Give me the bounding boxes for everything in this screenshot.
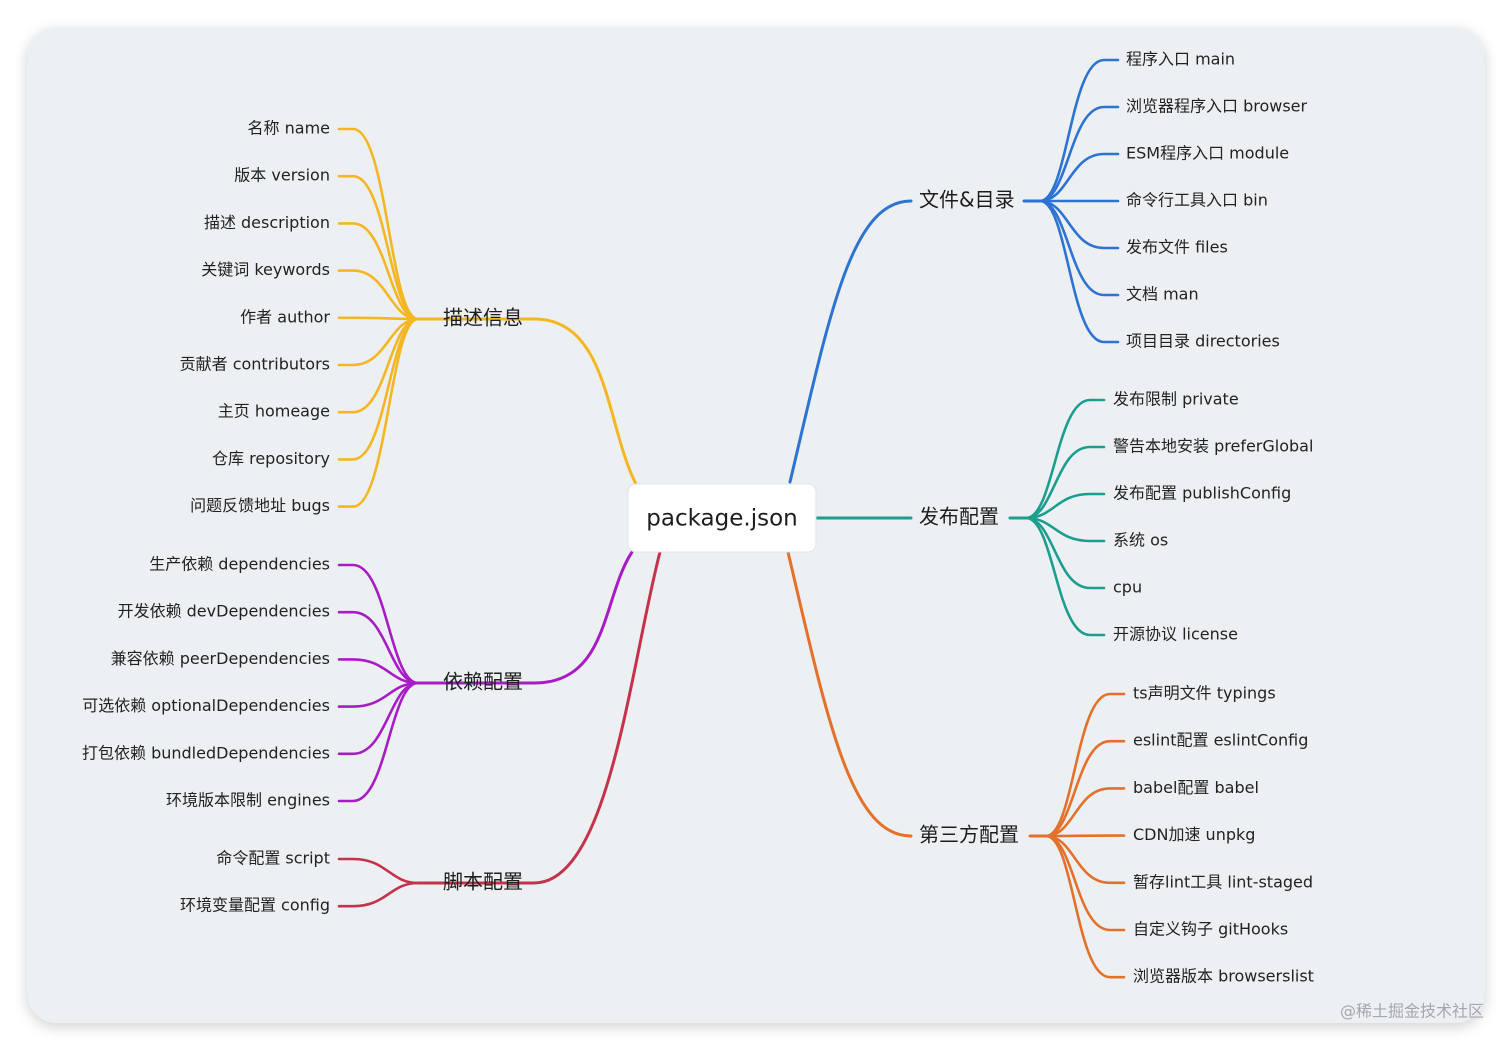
branch-thirdparty[interactable]: 第三方配置 bbox=[919, 823, 1019, 847]
leaf-files-2[interactable]: ESM程序入口 module bbox=[1126, 144, 1289, 163]
leaf-describe-0[interactable]: 名称 name bbox=[248, 119, 330, 138]
edge-leaf-describe-4 bbox=[337, 316, 420, 321]
leaf-publish-2[interactable]: 发布配置 publishConfig bbox=[1113, 484, 1291, 503]
leaf-describe-5[interactable]: 贡献者 contributors bbox=[180, 355, 330, 374]
edge-leaf-thirdparty-4 bbox=[1044, 834, 1126, 885]
edge-leaf-thirdparty-6 bbox=[1044, 834, 1126, 979]
leaf-describe-4[interactable]: 作者 author bbox=[240, 307, 330, 326]
edge-leaf-deps-0 bbox=[337, 563, 420, 685]
leaf-thirdparty-4[interactable]: 暂存lint工具 lint-staged bbox=[1133, 872, 1313, 891]
leaf-deps-3[interactable]: 可选依赖 optionalDependencies bbox=[82, 696, 330, 715]
edge-leaf-publish-0 bbox=[1024, 398, 1106, 520]
leaf-deps-5[interactable]: 环境版本限制 engines bbox=[166, 791, 330, 810]
leaf-files-3[interactable]: 命令行工具入口 bin bbox=[1126, 191, 1268, 210]
branch-deps[interactable]: 依赖配置 bbox=[443, 670, 523, 694]
edge-root-files bbox=[788, 199, 913, 484]
leaf-thirdparty-2[interactable]: babel配置 babel bbox=[1133, 778, 1259, 797]
leaf-describe-2[interactable]: 描述 description bbox=[204, 213, 330, 232]
edge-root-scripts bbox=[532, 550, 662, 885]
nodes-layer: 描述信息 名称 name 版本 version 描述 description 关键词 k… bbox=[82, 50, 1314, 986]
leaf-publish-1[interactable]: 警告本地安装 preferGlobal bbox=[1113, 437, 1313, 456]
leaf-describe-7[interactable]: 仓库 repository bbox=[212, 449, 330, 468]
branch-publish[interactable]: 发布配置 bbox=[919, 505, 999, 529]
edge-leaf-publish-5 bbox=[1024, 516, 1106, 637]
leaf-files-5[interactable]: 文档 man bbox=[1126, 285, 1199, 304]
leaf-scripts-0[interactable]: 命令配置 script bbox=[216, 849, 330, 868]
edge-root-deps bbox=[532, 550, 634, 685]
edge-leaf-describe-2 bbox=[337, 222, 420, 321]
edge-leaf-files-6 bbox=[1038, 199, 1120, 344]
edge-leaf-files-1 bbox=[1038, 105, 1120, 203]
leaf-thirdparty-1[interactable]: eslint配置 eslintConfig bbox=[1133, 731, 1308, 750]
leaf-publish-0[interactable]: 发布限制 private bbox=[1113, 390, 1239, 409]
leaf-files-0[interactable]: 程序入口 main bbox=[1126, 50, 1235, 69]
leaf-describe-3[interactable]: 关键词 keywords bbox=[201, 260, 330, 279]
edge-leaf-describe-5 bbox=[337, 317, 420, 367]
edge-leaf-deps-5 bbox=[337, 681, 420, 803]
leaf-scripts-1[interactable]: 环境变量配置 config bbox=[180, 896, 330, 915]
edge-leaf-publish-3 bbox=[1024, 516, 1106, 543]
leaf-thirdparty-3[interactable]: CDN加速 unpkg bbox=[1133, 825, 1255, 844]
edge-leaf-thirdparty-1 bbox=[1044, 739, 1126, 838]
leaf-files-4[interactable]: 发布文件 files bbox=[1126, 238, 1228, 257]
leaf-deps-2[interactable]: 兼容依赖 peerDependencies bbox=[111, 649, 330, 668]
leaf-thirdparty-5[interactable]: 自定义钩子 gitHooks bbox=[1133, 920, 1288, 939]
edge-leaf-deps-2 bbox=[337, 658, 420, 685]
leaf-deps-1[interactable]: 开发依赖 devDependencies bbox=[118, 602, 330, 621]
root-node[interactable]: package.json bbox=[627, 483, 817, 553]
leaf-describe-8[interactable]: 问题反馈地址 bugs bbox=[190, 496, 330, 515]
edge-root-describe bbox=[532, 317, 638, 486]
edge-leaf-scripts-1 bbox=[337, 881, 420, 908]
root-label: package.json bbox=[646, 506, 797, 532]
edge-leaf-describe-3 bbox=[337, 269, 420, 321]
leaf-publish-5[interactable]: 开源协议 license bbox=[1113, 625, 1238, 644]
edge-leaf-deps-3 bbox=[337, 681, 420, 708]
leaf-deps-0[interactable]: 生产依赖 dependencies bbox=[149, 555, 330, 574]
edge-leaf-thirdparty-0 bbox=[1044, 692, 1126, 838]
leaf-publish-4[interactable]: cpu bbox=[1113, 578, 1142, 597]
leaf-thirdparty-0[interactable]: ts声明文件 typings bbox=[1133, 684, 1276, 703]
edge-leaf-thirdparty-2 bbox=[1044, 787, 1126, 838]
edges-layer bbox=[337, 58, 1126, 979]
branch-describe[interactable]: 描述信息 bbox=[443, 306, 523, 330]
edge-leaf-files-0 bbox=[1038, 58, 1120, 203]
leaf-thirdparty-6[interactable]: 浏览器版本 browserslist bbox=[1133, 967, 1314, 986]
edge-leaf-publish-1 bbox=[1024, 445, 1106, 520]
leaf-describe-1[interactable]: 版本 version bbox=[234, 166, 330, 185]
edge-leaf-publish-2 bbox=[1024, 492, 1106, 520]
edge-leaf-describe-1 bbox=[337, 174, 420, 321]
leaf-files-6[interactable]: 项目目录 directories bbox=[1126, 332, 1280, 351]
edge-root-thirdparty bbox=[786, 550, 913, 838]
branch-files[interactable]: 文件&目录 bbox=[919, 188, 1015, 212]
edge-leaf-describe-8 bbox=[337, 317, 420, 508]
leaf-publish-3[interactable]: 系统 os bbox=[1113, 531, 1168, 550]
leaf-files-1[interactable]: 浏览器程序入口 browser bbox=[1126, 97, 1308, 116]
watermark: @稀土掘金技术社区 bbox=[1340, 1002, 1484, 1021]
leaf-deps-4[interactable]: 打包依赖 bundledDependencies bbox=[82, 743, 330, 762]
edge-leaf-files-2 bbox=[1038, 152, 1120, 203]
leaf-describe-6[interactable]: 主页 homeage bbox=[218, 402, 330, 421]
branch-scripts[interactable]: 脚本配置 bbox=[443, 870, 523, 894]
edge-leaf-scripts-0 bbox=[337, 857, 420, 885]
edge-leaf-deps-1 bbox=[337, 610, 420, 685]
edge-leaf-describe-0 bbox=[337, 127, 420, 321]
